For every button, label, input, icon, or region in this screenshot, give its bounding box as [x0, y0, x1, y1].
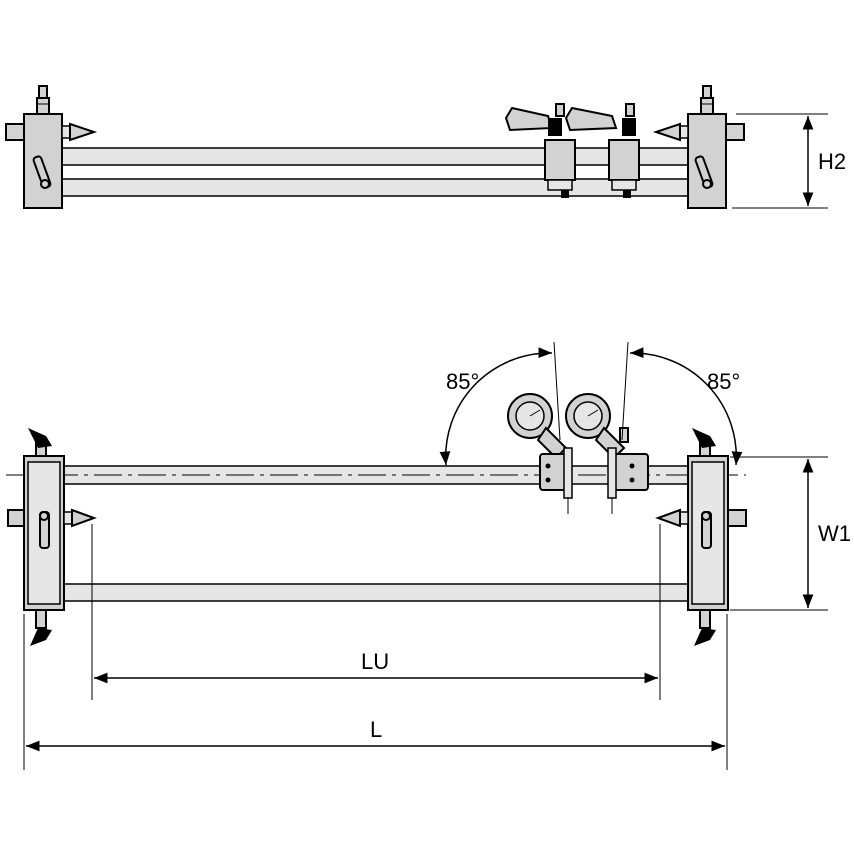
- side-left-end-block: [5, 85, 98, 209]
- side-view: H2: [5, 85, 846, 209]
- dimension-lu-label: LU: [361, 649, 389, 674]
- side-rail-upper: [61, 147, 691, 166]
- dimension-w1-label: W1: [818, 521, 851, 546]
- top-gauge-holder-1: [507, 393, 573, 514]
- dimension-l-label: L: [370, 717, 382, 742]
- angle-arc-right: [629, 347, 743, 466]
- top-view: 85° 85° W1 LU L: [6, 341, 851, 770]
- side-rail-lower: [61, 178, 691, 197]
- side-carriage-1: [504, 103, 576, 198]
- side-carriage-2: [564, 103, 640, 198]
- top-left-end-block: [7, 428, 97, 646]
- angle-right-label: 85°: [707, 369, 740, 394]
- dimension-h2-label: H2: [818, 149, 846, 174]
- top-gauge-holder-2: [565, 393, 649, 514]
- angle-arc-left: [439, 347, 553, 466]
- top-rail-back: [61, 583, 691, 602]
- angle-left-label: 85°: [446, 369, 479, 394]
- side-right-end-block: [652, 85, 745, 209]
- top-right-end-block: [655, 428, 747, 646]
